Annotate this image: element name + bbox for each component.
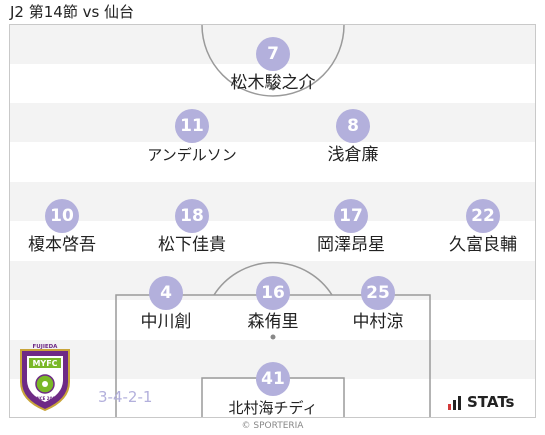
player-number: 8 [336, 109, 370, 143]
player-number: 17 [334, 199, 368, 233]
player-number: 4 [149, 276, 183, 310]
crest-bottom-text: SINCE 2009 [32, 396, 58, 401]
player-gk[interactable]: 41 北村海チディ [203, 362, 343, 417]
player-name: 岡澤昂星 [317, 235, 385, 255]
copyright: © SPORTERIA [241, 421, 304, 431]
stats-logo-text: STATs [467, 393, 515, 411]
player-rwb[interactable]: 22 久富良輔 [413, 199, 535, 256]
player-name: 北村海チディ [228, 399, 318, 417]
player-number: 22 [466, 199, 500, 233]
player-number: 16 [256, 276, 290, 310]
player-number: 10 [45, 199, 79, 233]
player-name: 浅倉廉 [327, 145, 379, 165]
player-cm-left[interactable]: 18 松下佳貴 [122, 199, 262, 256]
player-cb-left[interactable]: 4 中川創 [96, 276, 236, 333]
player-am-left[interactable]: 11 アンデルソン [122, 109, 262, 166]
player-name: 中村涼 [352, 312, 404, 332]
player-cb-right[interactable]: 25 中村涼 [308, 276, 448, 333]
player-number: 18 [175, 199, 209, 233]
bar-chart-icon [448, 396, 461, 410]
player-name: 森侑里 [247, 312, 299, 332]
player-cf[interactable]: 7 松木駿之介 [203, 37, 343, 94]
player-cm-right[interactable]: 17 岡澤昂星 [281, 199, 421, 256]
player-number: 11 [175, 109, 209, 143]
pitch-stripe [10, 182, 535, 221]
player-cb-center[interactable]: 16 森侑里 [203, 276, 343, 333]
club-crest-icon: FUJIEDA MYFC SINCE 2009 [20, 344, 70, 412]
pitch: 7 松木駿之介 11 アンデルソン 8 浅倉廉 10 榎本啓吾 18 松下佳貴 … [9, 24, 536, 418]
player-am-right[interactable]: 8 浅倉廉 [283, 109, 423, 166]
player-name: 松木駿之介 [230, 73, 316, 93]
formation-label: 3-4-2-1 [98, 388, 153, 406]
crest-center-text: MYFC [32, 359, 57, 368]
player-name: 中川創 [140, 312, 192, 332]
pitch-stripe [10, 103, 535, 142]
player-name: アンデルソン [147, 146, 237, 164]
player-number: 41 [256, 362, 290, 396]
player-number: 25 [361, 276, 395, 310]
page-title: J2 第14節 vs 仙台 [10, 3, 135, 21]
stats-brand: STATs [448, 394, 514, 410]
crest-top-text: FUJIEDA [33, 344, 59, 350]
player-name: 松下佳貴 [158, 235, 226, 255]
pitch-lines [115, 25, 431, 417]
player-number: 7 [256, 37, 290, 71]
player-name: 久富良輔 [449, 235, 517, 255]
player-name: 榎本啓吾 [28, 235, 96, 255]
player-lwb[interactable]: 10 榎本啓吾 [10, 199, 132, 256]
